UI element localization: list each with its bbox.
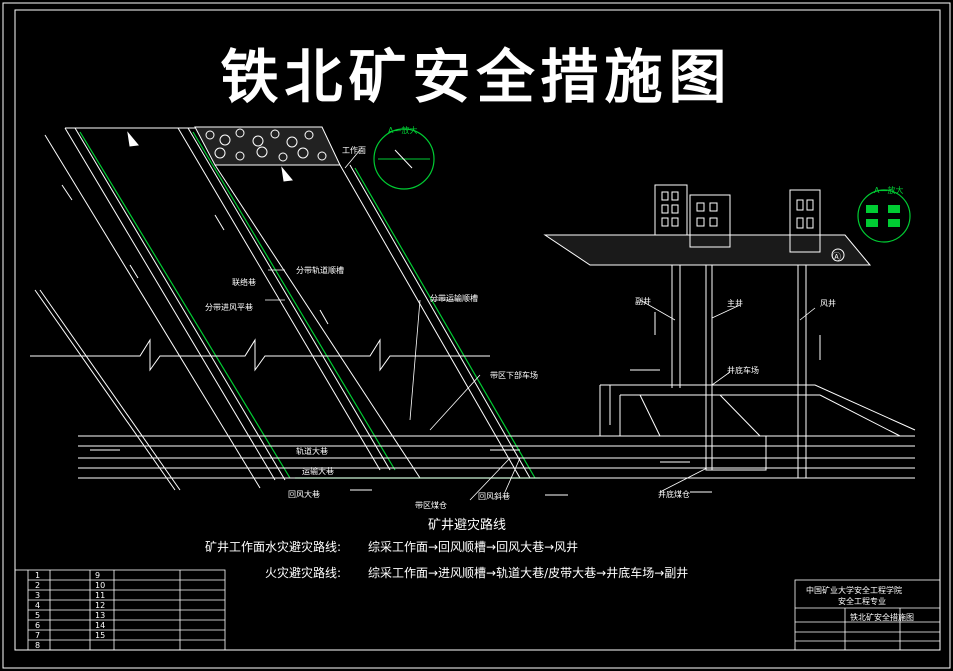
label-main-shaft: 主井	[727, 299, 743, 308]
inner-frame	[14, 9, 941, 651]
label-shaft-yard: 井底车场	[727, 366, 759, 375]
label-track-roadway: 轨道大巷	[296, 447, 328, 456]
label-connecting-lane: 联络巷	[232, 278, 256, 287]
goaf-rubble	[194, 126, 341, 166]
detail-circle-a	[373, 128, 435, 190]
panel-roadways	[34, 127, 531, 491]
leader-lines	[265, 149, 816, 501]
label-detail-b: A—放大	[874, 186, 904, 195]
legend-number: 2	[35, 581, 41, 590]
legend-number: 13	[95, 611, 106, 620]
legend-number: 7	[35, 631, 41, 640]
fire-route-path: 综采工作面→进风顺槽→轨道大巷/皮带大巷→井底车场→副井	[368, 566, 689, 580]
label-transport-roadway: 运输大巷	[302, 467, 334, 476]
title-block	[794, 579, 941, 651]
shafts	[671, 265, 807, 478]
diagram-title: 铁北矿安全措施图	[220, 43, 733, 111]
legend-number: 15	[95, 631, 106, 640]
fire-route-label: 火灾避灾路线:	[265, 566, 342, 580]
legend-number: 5	[35, 611, 41, 620]
label-district-yard: 带区下部车场	[490, 371, 538, 380]
legend-number: 12	[95, 601, 106, 610]
flow-arrows	[61, 131, 821, 496]
label-return-roadway: 回风大巷	[288, 490, 320, 499]
main-roadways	[30, 338, 916, 479]
legend-number: 11	[95, 591, 106, 600]
legend-number: 3	[35, 591, 41, 600]
water-route-label: 矿井工作面水灾避灾路线:	[205, 540, 342, 554]
legend-number: 4	[35, 601, 41, 610]
label-return-sump: 回风斜巷	[478, 492, 510, 501]
label-aux-shaft: 副井	[635, 297, 651, 306]
label-shaft-bottom: 井底煤仓	[658, 490, 690, 499]
titleblock-line2: 安全工程专业	[838, 597, 886, 606]
legend-table	[14, 569, 226, 651]
surface-platform	[543, 184, 872, 266]
legend-number: 1	[35, 571, 41, 580]
label-marker-a: Ⓐ	[832, 253, 842, 263]
label-sub-transport-chute: 分带运输顺槽	[430, 294, 478, 303]
legend-number: 10	[95, 581, 106, 590]
label-detail-a: A—放大	[388, 126, 418, 135]
legend-number: 9	[95, 571, 101, 580]
label-air-shaft: 风井	[820, 299, 836, 308]
detail-circle-b	[857, 189, 911, 243]
legend-number: 14	[95, 621, 106, 630]
routes-heading: 矿井避灾路线	[428, 518, 507, 533]
water-route-path: 综采工作面→回风顺槽→回风大巷→风井	[368, 540, 579, 554]
titleblock-line1: 中国矿业大学安全工程学院	[806, 586, 902, 595]
titleblock-line3: 铁北矿安全措施图	[850, 613, 914, 622]
legend-number: 8	[35, 641, 41, 650]
label-work-face: 工作面	[342, 146, 366, 155]
label-sub-track-chute: 分带轨道顺槽	[296, 266, 344, 275]
label-district-sump: 带区煤仓	[415, 501, 447, 510]
legend-number: 6	[35, 621, 41, 630]
label-sub-return-chute: 分带进风平巷	[205, 303, 253, 312]
